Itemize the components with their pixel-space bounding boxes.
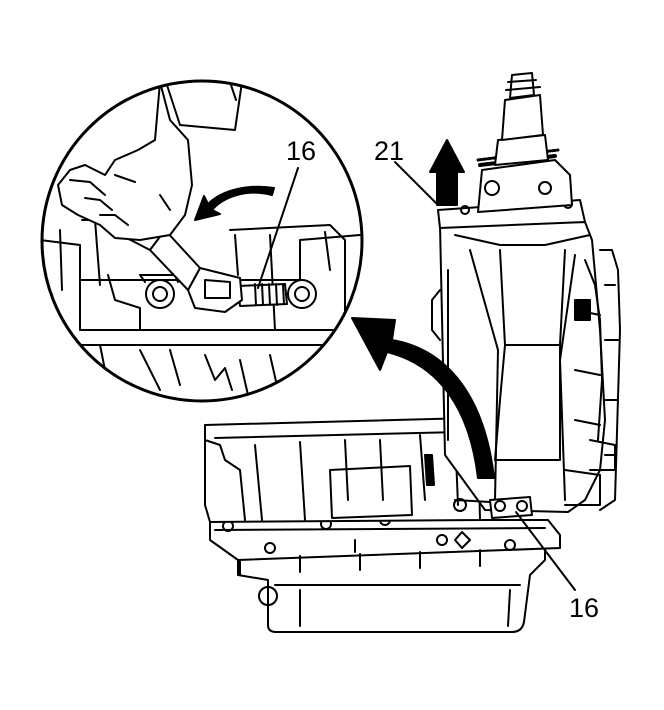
- detail-inset: [40, 79, 364, 403]
- leader-21: [394, 161, 439, 206]
- hand: [57, 81, 193, 241]
- callout-16-main: 16: [569, 593, 600, 623]
- rotate-arrow-icon: [194, 185, 275, 221]
- leader-16-inset: [257, 167, 299, 289]
- main-bolt: [453, 496, 533, 519]
- output-shaft: [476, 72, 573, 213]
- extension-housing: [431, 221, 621, 513]
- oil-pan: [237, 547, 546, 633]
- inset-bolt: [237, 283, 288, 307]
- arrow-up-icon: [429, 139, 465, 206]
- callout-16-inset: 16: [286, 136, 317, 166]
- curved-arrow-icon: [351, 317, 495, 479]
- leader-16-main: [515, 511, 576, 591]
- callout-21: 21: [374, 136, 405, 166]
